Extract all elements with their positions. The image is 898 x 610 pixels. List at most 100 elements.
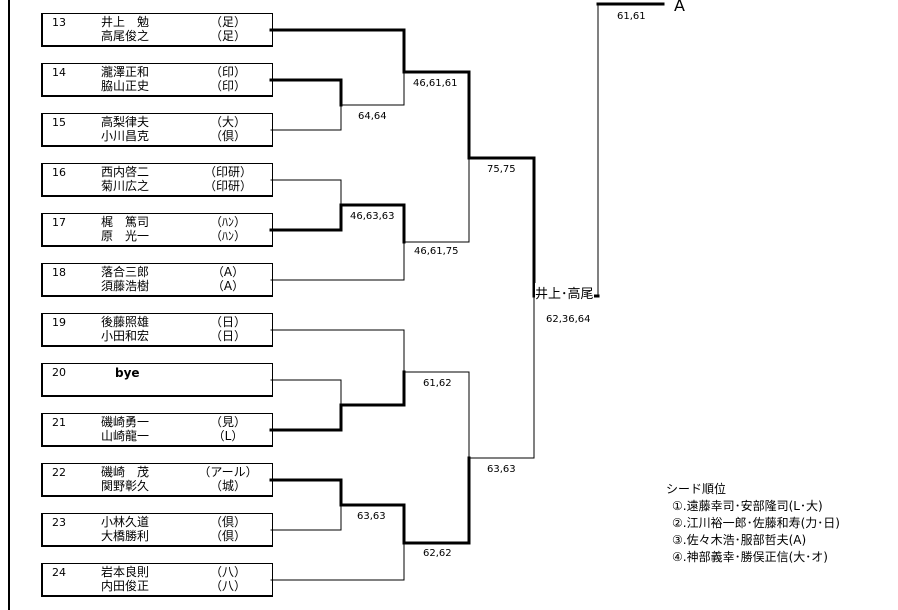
club-name: （足）: [209, 15, 246, 29]
player-name: 原 光一: [101, 229, 150, 243]
club-name: （日）: [209, 315, 246, 329]
club-name: （印研）: [203, 165, 252, 179]
player-name: 須藤浩樹: [101, 279, 150, 293]
club-name: （倶）: [209, 129, 246, 143]
club-name: （印研）: [203, 179, 252, 193]
entry-23: 23 小林久道 （倶） 大橋勝利 （倶）: [41, 513, 273, 547]
player-name: 岩本良則: [101, 565, 150, 579]
player-name: 落合三郎: [101, 265, 150, 279]
bracket-line: [270, 241, 405, 281]
club-name: （倶）: [209, 529, 246, 543]
legend-item: ①.遠藤幸司･安部隆司(L･大): [672, 499, 823, 513]
bracket-line: [270, 329, 405, 373]
score-r1-16-17: 46,63,63: [350, 211, 395, 222]
score-final: 61,61: [617, 11, 646, 22]
seed-number: 15: [52, 116, 66, 129]
club-name: （ﾊﾝ）: [209, 229, 246, 243]
legend-item: ②.江川裕一郎･佐藤和寿(力･日): [672, 516, 840, 530]
seed-number: 20: [52, 366, 66, 379]
club-name: （足）: [209, 29, 246, 43]
entry-24: 24 岩本良則 （八） 内田俊正 （八）: [41, 563, 273, 597]
player-name: 小川昌克: [101, 129, 150, 143]
seed-ranking-legend: シード順位 ①.遠藤幸司･安部隆司(L･大) ②.江川裕一郎･佐藤和寿(力･日)…: [666, 481, 840, 566]
bracket-line: [340, 71, 405, 106]
bracket-line: [270, 104, 342, 131]
player-name: 内田俊正: [101, 579, 150, 593]
left-border-line: [8, 0, 10, 610]
club-name: （日）: [209, 329, 246, 343]
score-semifinal: 62,36,64: [546, 314, 591, 325]
player-name: 山崎龍一: [101, 429, 150, 443]
bracket-line: [339, 370, 406, 407]
score-r3-top: 75,75: [487, 164, 516, 175]
legend-item: ④.神部義幸･勝俣正信(大･オ): [672, 550, 828, 564]
entry-15: 15 高梨律夫 （大） 小川昌克 （倶）: [41, 113, 273, 147]
player-name: 井上 勉: [101, 15, 150, 29]
player-name: 大橋勝利: [101, 529, 150, 543]
seed-number: 19: [52, 316, 66, 329]
player-name: 磯崎 茂: [101, 465, 150, 479]
player-name: 西内啓二: [101, 165, 150, 179]
player-name: 高梨律夫: [101, 115, 150, 129]
club-name: （城）: [209, 479, 246, 493]
bracket-line: [269, 478, 343, 507]
bracket-line: [402, 456, 471, 545]
entry-16: 16 西内啓二 （印研） 菊川広之 （印研）: [41, 163, 273, 197]
bracket-line: [269, 28, 406, 74]
bracket-line: [468, 295, 535, 459]
entry-20: 20 bye: [41, 363, 273, 397]
player-name: 瀧澤正和: [101, 65, 150, 79]
seed-number: 21: [52, 416, 66, 429]
bracket-line: [339, 503, 406, 545]
seed-number: 18: [52, 266, 66, 279]
bracket-line: [403, 371, 470, 459]
seed-number: 22: [52, 466, 66, 479]
club-name: （L）: [212, 429, 244, 443]
legend-title: シード順位: [666, 482, 727, 496]
club-name: （倶）: [209, 515, 246, 529]
player-name: 脇山正史: [101, 79, 150, 93]
club-name: （印）: [209, 79, 246, 93]
player-name: 小林久道: [101, 515, 150, 529]
club-name: （大）: [209, 115, 246, 129]
player-name: 磯崎勇一: [101, 415, 150, 429]
bracket-line: [269, 403, 343, 432]
club-name: （見）: [209, 415, 246, 429]
bracket-line: [270, 379, 342, 406]
player-name: 菊川広之: [101, 179, 150, 193]
club-name: （八）: [209, 579, 246, 593]
bracket-line: [270, 504, 342, 531]
club-name: （アール）: [198, 465, 258, 479]
club-name: （A）: [211, 279, 245, 293]
score-r2-19: 61,62: [423, 378, 452, 389]
seed-number: 16: [52, 166, 66, 179]
bracket-line: [467, 156, 536, 298]
seed-number: 13: [52, 16, 66, 29]
seed-number: 14: [52, 66, 66, 79]
block-label: A: [674, 0, 685, 15]
entry-22: 22 磯崎 茂 （アール） 関野彰久 （城）: [41, 463, 273, 497]
bracket-line: [402, 70, 471, 160]
seed-number: 23: [52, 516, 66, 529]
score-r2-24: 62,62: [423, 548, 452, 559]
club-name: （八）: [209, 565, 246, 579]
bracket-line: [269, 203, 343, 232]
bracket-line: [270, 179, 342, 206]
bracket-line: [270, 542, 405, 581]
bye-label: bye: [115, 366, 140, 380]
legend-item: ③.佐々木浩･服部哲夫(A): [672, 533, 807, 547]
club-name: （ﾊﾝ）: [209, 215, 246, 229]
bracket-line: [339, 203, 406, 244]
player-name: 小田和宏: [101, 329, 150, 343]
score-r1-22-23: 63,63: [357, 511, 386, 522]
bracket-line: [403, 157, 470, 243]
seed-number: 24: [52, 566, 66, 579]
player-name: 関野彰久: [101, 479, 150, 493]
seed-number: 17: [52, 216, 66, 229]
score-r2-18: 46,61,75: [414, 246, 459, 257]
